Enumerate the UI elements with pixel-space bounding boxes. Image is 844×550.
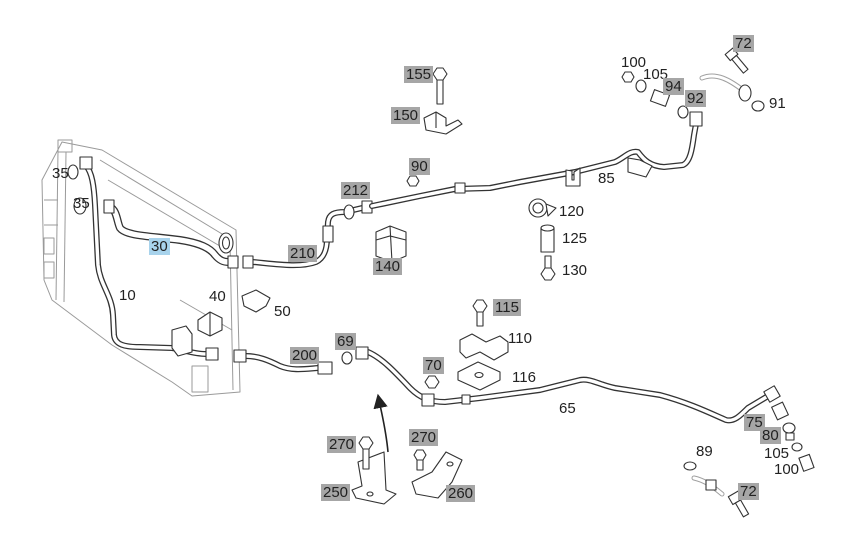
- washer-105-top: [635, 79, 647, 93]
- callout-105-bottom: 105: [764, 445, 790, 462]
- callout-125: 125: [562, 230, 588, 247]
- callout-120: 120: [559, 203, 585, 220]
- callout-115: 115: [493, 299, 521, 316]
- pipe-10: [79, 156, 219, 361]
- callout-65: 65: [559, 400, 576, 417]
- bracket-110: [459, 333, 509, 361]
- sleeve-125: [540, 224, 555, 253]
- ring-35-lower: [73, 197, 87, 215]
- ring-212: [343, 204, 355, 220]
- callout-10: 10: [119, 287, 136, 304]
- callout-210: 210: [288, 245, 318, 262]
- callout-80: 80: [760, 427, 781, 444]
- callout-270-left: 270: [327, 436, 357, 453]
- callout-100-top: 100: [621, 54, 647, 71]
- callout-100-bottom: 100: [774, 461, 800, 478]
- nut-90: [406, 175, 420, 187]
- callout-270-right: 270: [409, 429, 439, 446]
- callout-75: 75: [744, 414, 765, 431]
- callout-212: 212: [341, 182, 371, 199]
- pipe-65: [355, 346, 781, 420]
- fitting-75: [771, 401, 789, 421]
- callout-40: 40: [209, 288, 226, 305]
- callout-140: 140: [373, 258, 403, 275]
- banjo-bolt-72-top: [724, 47, 749, 74]
- ring-69: [341, 351, 353, 365]
- hose-30: [103, 199, 239, 269]
- direction-arrow: [373, 393, 389, 453]
- callout-105-top: 105: [643, 66, 669, 83]
- callout-155: 155: [404, 66, 434, 83]
- callout-90: 90: [409, 158, 430, 175]
- callout-91: 91: [769, 95, 786, 112]
- bracket-150: [423, 111, 463, 135]
- nut-100-top: [621, 71, 635, 83]
- callout-35-upper: 35: [52, 165, 69, 182]
- washer-105-bottom: [791, 442, 803, 452]
- plate-116: [457, 361, 501, 391]
- nut-100-bottom: [798, 453, 815, 472]
- callout-260: 260: [446, 485, 476, 502]
- bolt-155: [432, 67, 448, 105]
- bolt-270-left: [358, 436, 374, 470]
- callout-92: 92: [685, 90, 706, 107]
- bolt-270-right: [413, 449, 427, 471]
- callout-130: 130: [562, 262, 588, 279]
- callout-35-lower: 35: [73, 195, 90, 212]
- callout-150: 150: [391, 107, 421, 124]
- clip-120: [528, 198, 557, 218]
- callout-94: 94: [663, 78, 684, 95]
- clip-140: [375, 225, 407, 263]
- callout-110: 110: [508, 330, 532, 347]
- washer-89: [683, 461, 697, 471]
- line-top-right: [702, 76, 752, 102]
- pipe-210: [242, 200, 373, 269]
- callout-72-top: 72: [733, 35, 754, 52]
- clip-40: [197, 311, 223, 337]
- bracket-250: [351, 451, 397, 505]
- ring-92: [677, 105, 689, 119]
- callout-50: 50: [274, 303, 291, 320]
- ring-80: [782, 422, 796, 441]
- callout-85: 85: [598, 170, 615, 187]
- callout-89: 89: [696, 443, 713, 460]
- callout-200: 200: [290, 347, 320, 364]
- callout-30: 30: [149, 238, 170, 255]
- ring-91: [751, 100, 765, 112]
- pipe-200: [233, 349, 333, 375]
- callout-250: 250: [321, 484, 351, 501]
- line-bottom-right: [694, 478, 722, 494]
- clip-50: [241, 289, 271, 313]
- callout-72-bottom: 72: [738, 483, 759, 500]
- bracket-260: [411, 451, 463, 499]
- callout-116: 116: [512, 369, 536, 386]
- nut-70: [424, 375, 440, 389]
- callout-70: 70: [423, 357, 444, 374]
- ring-35-upper: [67, 164, 79, 180]
- bolt-115: [472, 299, 488, 327]
- pipe-clip: [171, 325, 193, 357]
- callout-69: 69: [335, 333, 356, 350]
- pipe-85: [372, 111, 703, 206]
- bolt-130: [540, 255, 556, 281]
